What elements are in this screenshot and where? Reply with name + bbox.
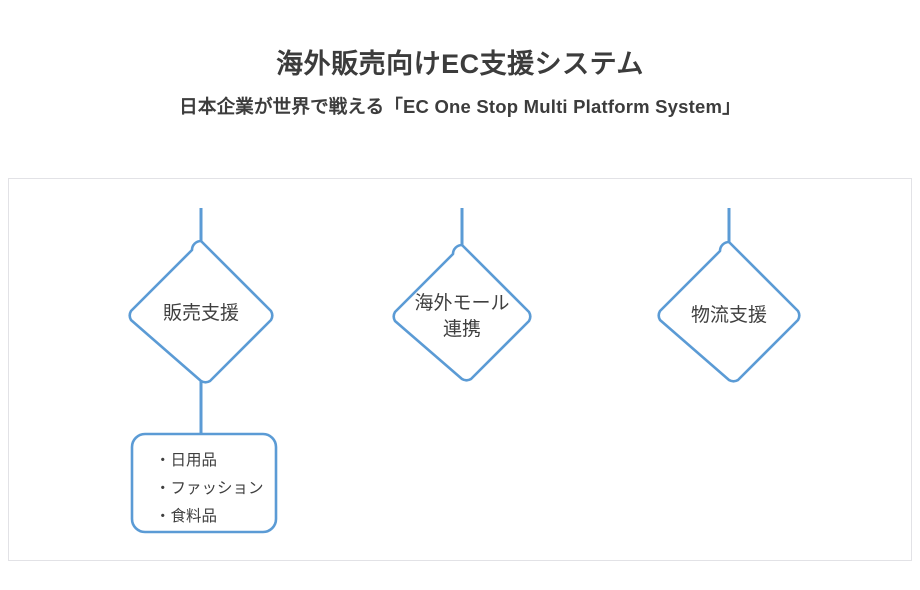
node-shape-overseas-mall[interactable]: [392, 243, 532, 382]
list-item: ・食料品: [155, 508, 218, 525]
diagram-canvas: [128, 208, 801, 534]
page-subtitle: 日本企業が世界で戦える「EC One Stop Multi Platform S…: [179, 96, 741, 118]
node-shape-product-categories[interactable]: [130, 432, 278, 534]
list-item: ・ファッション: [155, 480, 264, 497]
node-shape-logistics-support[interactable]: [657, 240, 801, 383]
list-item: ・日用品: [155, 452, 218, 469]
page-title: 海外販売向けEC支援システム: [276, 49, 644, 79]
diagram-frame: 販売支援 海外モール 連携 物流支援 ・日用品 ・ファッション ・食料品: [8, 178, 912, 561]
product-category-list: ・日用品 ・ファッション ・食料品: [155, 447, 264, 531]
node-shape-sales-support[interactable]: [128, 239, 274, 384]
page-header: 海外販売向けEC支援システム 日本企業が世界で戦える「EC One Stop M…: [0, 0, 920, 119]
